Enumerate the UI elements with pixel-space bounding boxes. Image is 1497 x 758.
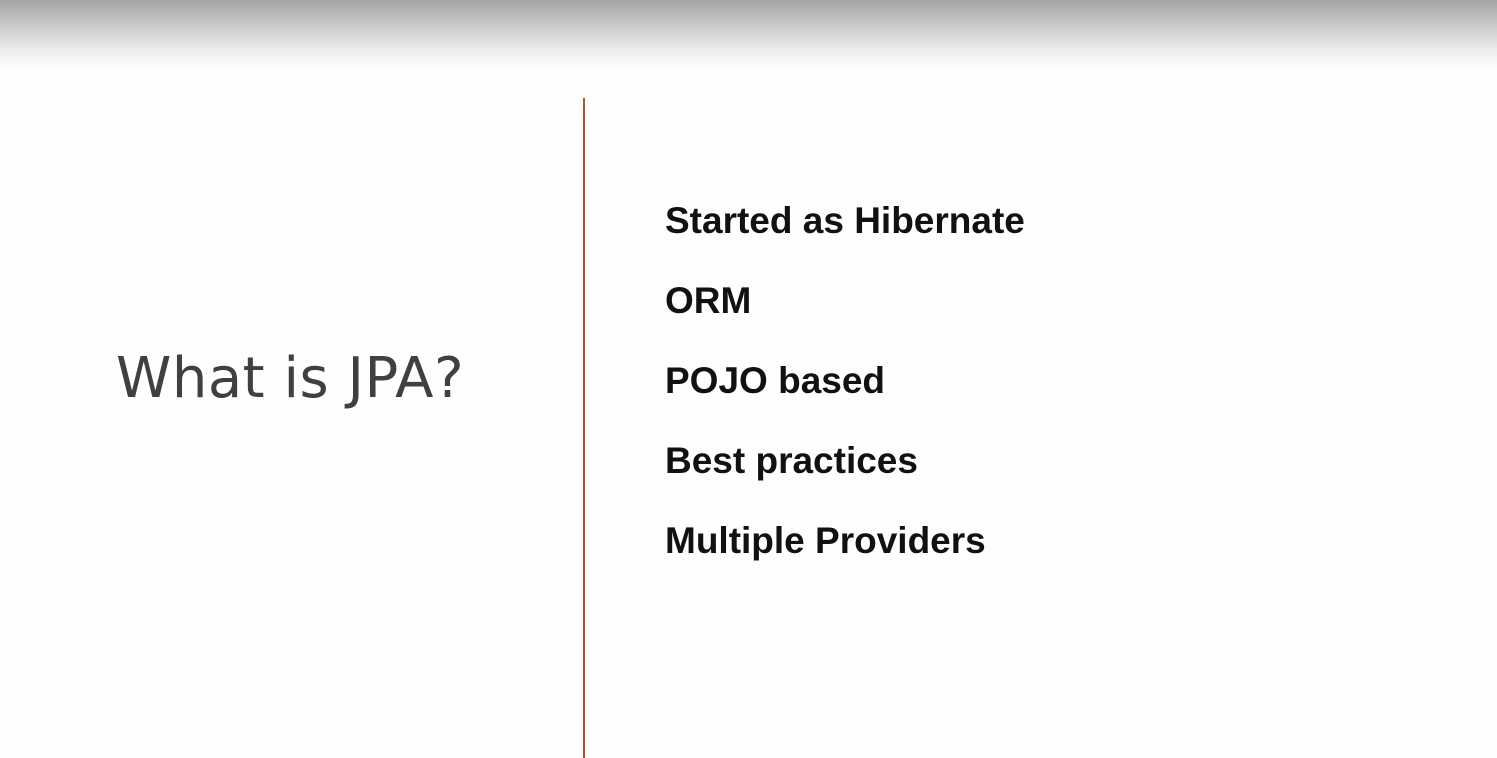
- bullet-point-orm: ORM: [665, 280, 752, 321]
- bullet-point-started-as-hibernate: Started as Hibernate: [665, 200, 1025, 241]
- bullet-point-best-practices: Best practices: [665, 440, 918, 481]
- slide-title: What is JPA?: [116, 346, 465, 411]
- bullet-point-multiple-providers: Multiple Providers: [665, 520, 986, 561]
- divider-line: [583, 98, 585, 758]
- top-shade: [0, 0, 1497, 70]
- bullet-list: Started as Hibernate ORM POJO based Best…: [665, 196, 1025, 596]
- bullet-point-pojo-based: POJO based: [665, 360, 886, 401]
